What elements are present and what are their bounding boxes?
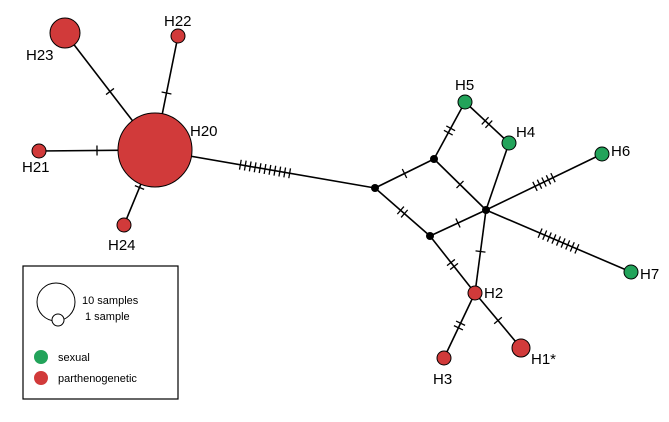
haplotype-label-H22: H22 — [164, 13, 192, 30]
haplotype-node-H21 — [31, 143, 47, 159]
haplotype-label-H2: H2 — [484, 285, 503, 302]
mutation-tick — [475, 250, 486, 253]
haplotype-label-H3: H3 — [433, 371, 452, 388]
mutation-tick — [401, 168, 408, 179]
mutation-tick — [541, 177, 547, 187]
mutation-tick — [569, 242, 575, 252]
edge-m2-H5 — [433, 101, 466, 160]
legend-size-small-circle — [51, 313, 65, 327]
haplotype-label-H23: H23 — [26, 47, 54, 64]
mutation-tick — [400, 209, 409, 218]
legend-size-large-label: 10 samples — [82, 295, 139, 307]
haplotype-node-H5 — [457, 94, 473, 110]
legend-parthenogenetic-swatch — [34, 371, 48, 385]
mutation-tick — [446, 258, 456, 267]
edge-H2-H3 — [443, 292, 476, 359]
haplotype-node-H23 — [49, 17, 81, 49]
nodes-layer — [31, 17, 639, 366]
mutation-tick — [481, 116, 490, 125]
legend-sexual-swatch — [34, 350, 48, 364]
edges-layer — [38, 32, 632, 359]
haplotype-label-H21: H21 — [22, 159, 50, 176]
edge-H5-H4 — [464, 101, 510, 144]
mutation-tick — [238, 159, 242, 170]
mutation-tick — [455, 218, 461, 228]
haplotype-label-H7: H7 — [640, 266, 659, 283]
mutation-tick — [574, 244, 580, 254]
mutation-tick — [550, 172, 556, 183]
mutation-tick — [288, 168, 292, 179]
mutation-tick — [278, 166, 282, 177]
haplotype-node-H3 — [436, 350, 452, 366]
median-vector-m4 — [482, 206, 490, 214]
edge-m3-H2 — [429, 235, 476, 294]
mutation-tick — [551, 234, 557, 244]
haplotype-node-H7 — [623, 264, 639, 280]
mutation-tick — [493, 316, 503, 325]
mutation-tick — [268, 164, 272, 175]
haplotype-label-H1: H1* — [531, 351, 556, 368]
mutation-tick — [532, 181, 538, 192]
mutation-tick — [537, 228, 543, 238]
haplotype-node-H2 — [467, 285, 483, 301]
mutation-tick — [455, 320, 466, 326]
haplotype-node-H24 — [116, 217, 132, 233]
median-vector-m2 — [430, 155, 438, 163]
mutation-tick — [484, 120, 493, 129]
mutation-tick — [449, 262, 459, 271]
mutation-tick — [396, 206, 405, 215]
haplotype-node-H1 — [511, 338, 531, 358]
mutation-tick — [161, 91, 172, 95]
legend-size-small-label: 1 sample — [85, 311, 130, 323]
legend: 10 samples 1 sample sexual parthenogenet… — [22, 265, 179, 400]
mutation-tick — [263, 163, 267, 175]
mutation-tick — [565, 240, 571, 250]
mutation-tick — [134, 184, 145, 191]
mutation-tick — [258, 163, 262, 174]
haplotype-node-H6 — [594, 146, 610, 162]
mutation-tick — [105, 87, 115, 96]
legend-sexual-label: sexual — [58, 352, 90, 364]
mutation-tick — [456, 180, 464, 189]
mutation-tick — [253, 162, 257, 173]
mutation-tick — [243, 160, 247, 171]
mutation-tick — [283, 167, 287, 178]
mutation-tick — [453, 325, 464, 331]
mutation-tick — [546, 232, 552, 242]
mutation-tick — [445, 125, 456, 132]
mutation-tick — [545, 175, 552, 185]
mutation-tick — [555, 236, 562, 246]
haplotype-label-H4: H4 — [516, 124, 535, 141]
edge-H4-m4 — [485, 142, 510, 211]
mutation-tick — [248, 161, 252, 172]
mutation-tick — [536, 179, 543, 189]
haplotype-node-H20 — [117, 112, 193, 188]
haplotype-label-H20: H20 — [190, 123, 218, 140]
haplotype-node-H4 — [501, 135, 517, 151]
haplotype-node-H22 — [170, 28, 186, 44]
haplotype-label-H24: H24 — [108, 237, 136, 254]
mutation-tick — [443, 129, 454, 136]
median-vector-m1 — [371, 184, 379, 192]
mutation-tick — [560, 238, 566, 248]
mutation-tick — [542, 230, 548, 240]
mutation-tick — [273, 165, 277, 176]
legend-parthenogenetic-label: parthenogenetic — [58, 373, 137, 385]
haplotype-label-H5: H5 — [455, 77, 474, 94]
haplotype-label-H6: H6 — [611, 143, 630, 160]
edge-m1-m3 — [374, 187, 431, 237]
median-vector-m3 — [426, 232, 434, 240]
